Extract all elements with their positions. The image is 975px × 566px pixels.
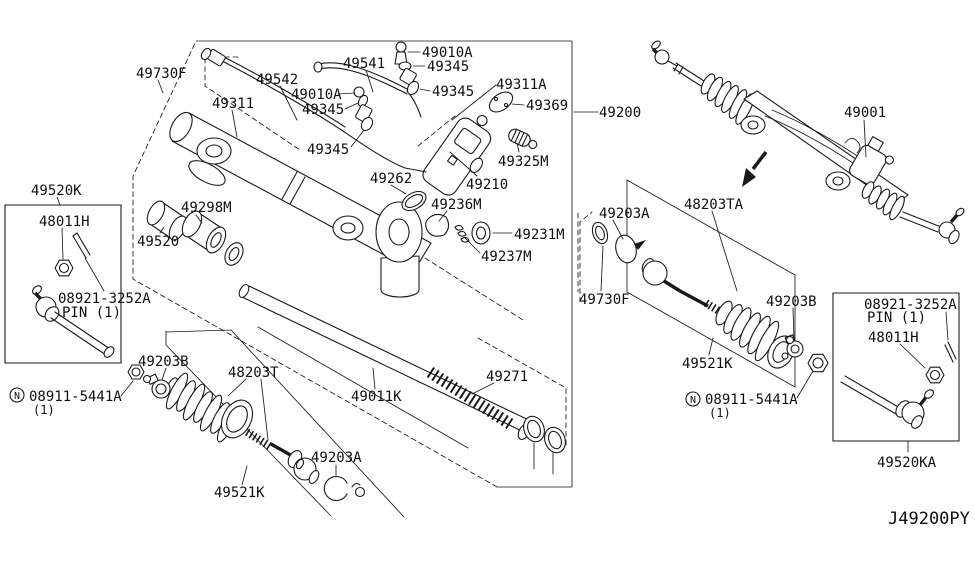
part-label-49345-mid: 49345 [302, 102, 344, 118]
sensor-49325m [508, 128, 538, 150]
part-label-49200: 49200 [599, 105, 641, 121]
washer-49231m [471, 221, 491, 245]
inner-tie-rod-right-drawing [641, 258, 725, 317]
standard-part-symbol-left: N [9, 387, 25, 403]
snap-ring-49203a-right [615, 234, 646, 264]
part-label-pin-qty-left: PIN (1) [62, 305, 121, 321]
part-label-49345-low: 49345 [307, 142, 349, 158]
part-label-49520k: 49520K [31, 183, 82, 199]
rack-shaft-drawing [238, 283, 566, 454]
part-label-49210: 49210 [466, 177, 508, 193]
spring-49237m [454, 224, 470, 243]
part-label-49521k-left: 49521K [214, 485, 265, 501]
part-label-49298m: 49298M [181, 200, 232, 216]
bushing-49298m [181, 210, 227, 254]
part-label-49521k-right: 49521K [682, 356, 733, 372]
part-label-49730f-left: 49730F [136, 66, 187, 82]
part-label-49369: 49369 [526, 98, 568, 114]
part-label-qty-left: (1) [33, 403, 55, 417]
part-label-49011k: 49011K [351, 389, 402, 405]
direction-arrow [742, 150, 768, 187]
leader-lines [56, 51, 949, 486]
part-label-49203b-left: 49203B [138, 354, 189, 370]
lock-nut-right [807, 353, 829, 373]
inner-tie-rod-left-drawing [244, 428, 320, 485]
banjo-bolt-top [395, 41, 407, 53]
part-label-49236m: 49236M [431, 197, 482, 213]
standard-part-symbol-right: N [685, 391, 701, 407]
o-ring-49262 [401, 190, 427, 212]
part-label-49345-top: 49345 [427, 59, 469, 75]
part-label-48203t: 48203T [228, 365, 279, 381]
part-label-49203b-right: 49203B [766, 294, 817, 310]
valve-body-drawing [422, 114, 492, 196]
tie-rod-end-right-drawing [840, 341, 957, 429]
washer-49730f-right [591, 221, 609, 245]
part-label-49010a-top: 49010A [422, 45, 473, 61]
boot-48203t-drawing [165, 372, 254, 443]
part-label-49542: 49542 [256, 72, 298, 88]
part-label-08911-5441a-left: 08911-5441A [29, 389, 122, 405]
lock-nut-left [127, 364, 145, 380]
o-ring-49203a-bottom [323, 475, 366, 502]
circled-n-icon: N [690, 395, 696, 406]
boot-48203ta-drawing [715, 300, 795, 369]
assembled-steering-gear-drawing [651, 40, 965, 245]
part-label-49730f-right: 49730F [579, 292, 630, 308]
part-label-48011h-right: 48011H [868, 330, 919, 346]
part-label-49325m: 49325M [498, 154, 549, 170]
part-label-49237m: 49237M [481, 249, 532, 265]
circled-n-icon: N [14, 391, 20, 402]
part-labels: 49730F 49542 49541 49010A 49345 49345 49… [29, 45, 970, 529]
part-label-pin-qty-right: PIN (1) [867, 310, 926, 326]
part-label-49001: 49001 [844, 105, 886, 121]
outer-tie-rod-kit-box-right [832, 292, 960, 442]
banjo-bolt-mid [353, 86, 365, 98]
washer-ring [224, 242, 244, 266]
gear-housing-drawing [169, 111, 432, 298]
part-label-49203a-bottom: 49203A [311, 450, 362, 466]
part-label-49231m: 49231M [514, 227, 565, 243]
kit-boundary-lines [132, 40, 796, 518]
gasket-49369 [488, 91, 514, 113]
part-label-49311: 49311 [212, 96, 254, 112]
boot-clamp-49203b-right [784, 334, 804, 358]
part-label-49311a: 49311A [496, 77, 547, 93]
part-label-49010a-mid: 49010A [291, 87, 342, 103]
part-label-08921-3252a-right: 08921-3252A [864, 297, 957, 313]
boot-clamp-49203b-left [142, 373, 171, 399]
diagram-code: J49200PY [888, 509, 970, 529]
part-label-08921-3252a-left: 08921-3252A [58, 291, 151, 307]
part-label-49203a-right: 49203A [599, 206, 650, 222]
part-label-49345-second: 49345 [432, 84, 474, 100]
part-label-49520: 49520 [137, 234, 179, 250]
hydraulic-pipes-drawing [200, 41, 427, 173]
part-label-49520ka: 49520KA [877, 455, 937, 471]
part-label-08911-5441a-right: 08911-5441A [705, 392, 798, 408]
part-label-49541: 49541 [343, 56, 385, 72]
tie-rod-end-left-drawing [32, 232, 115, 358]
part-label-49262: 49262 [370, 171, 412, 187]
part-label-49271: 49271 [486, 369, 528, 385]
part-label-48203ta: 48203TA [684, 197, 744, 213]
part-label-48011h-left: 48011H [39, 214, 90, 230]
outer-tie-rod-kit-box-left [4, 204, 122, 364]
cap-49236m [425, 213, 450, 237]
part-label-qty-right: (1) [709, 406, 731, 420]
